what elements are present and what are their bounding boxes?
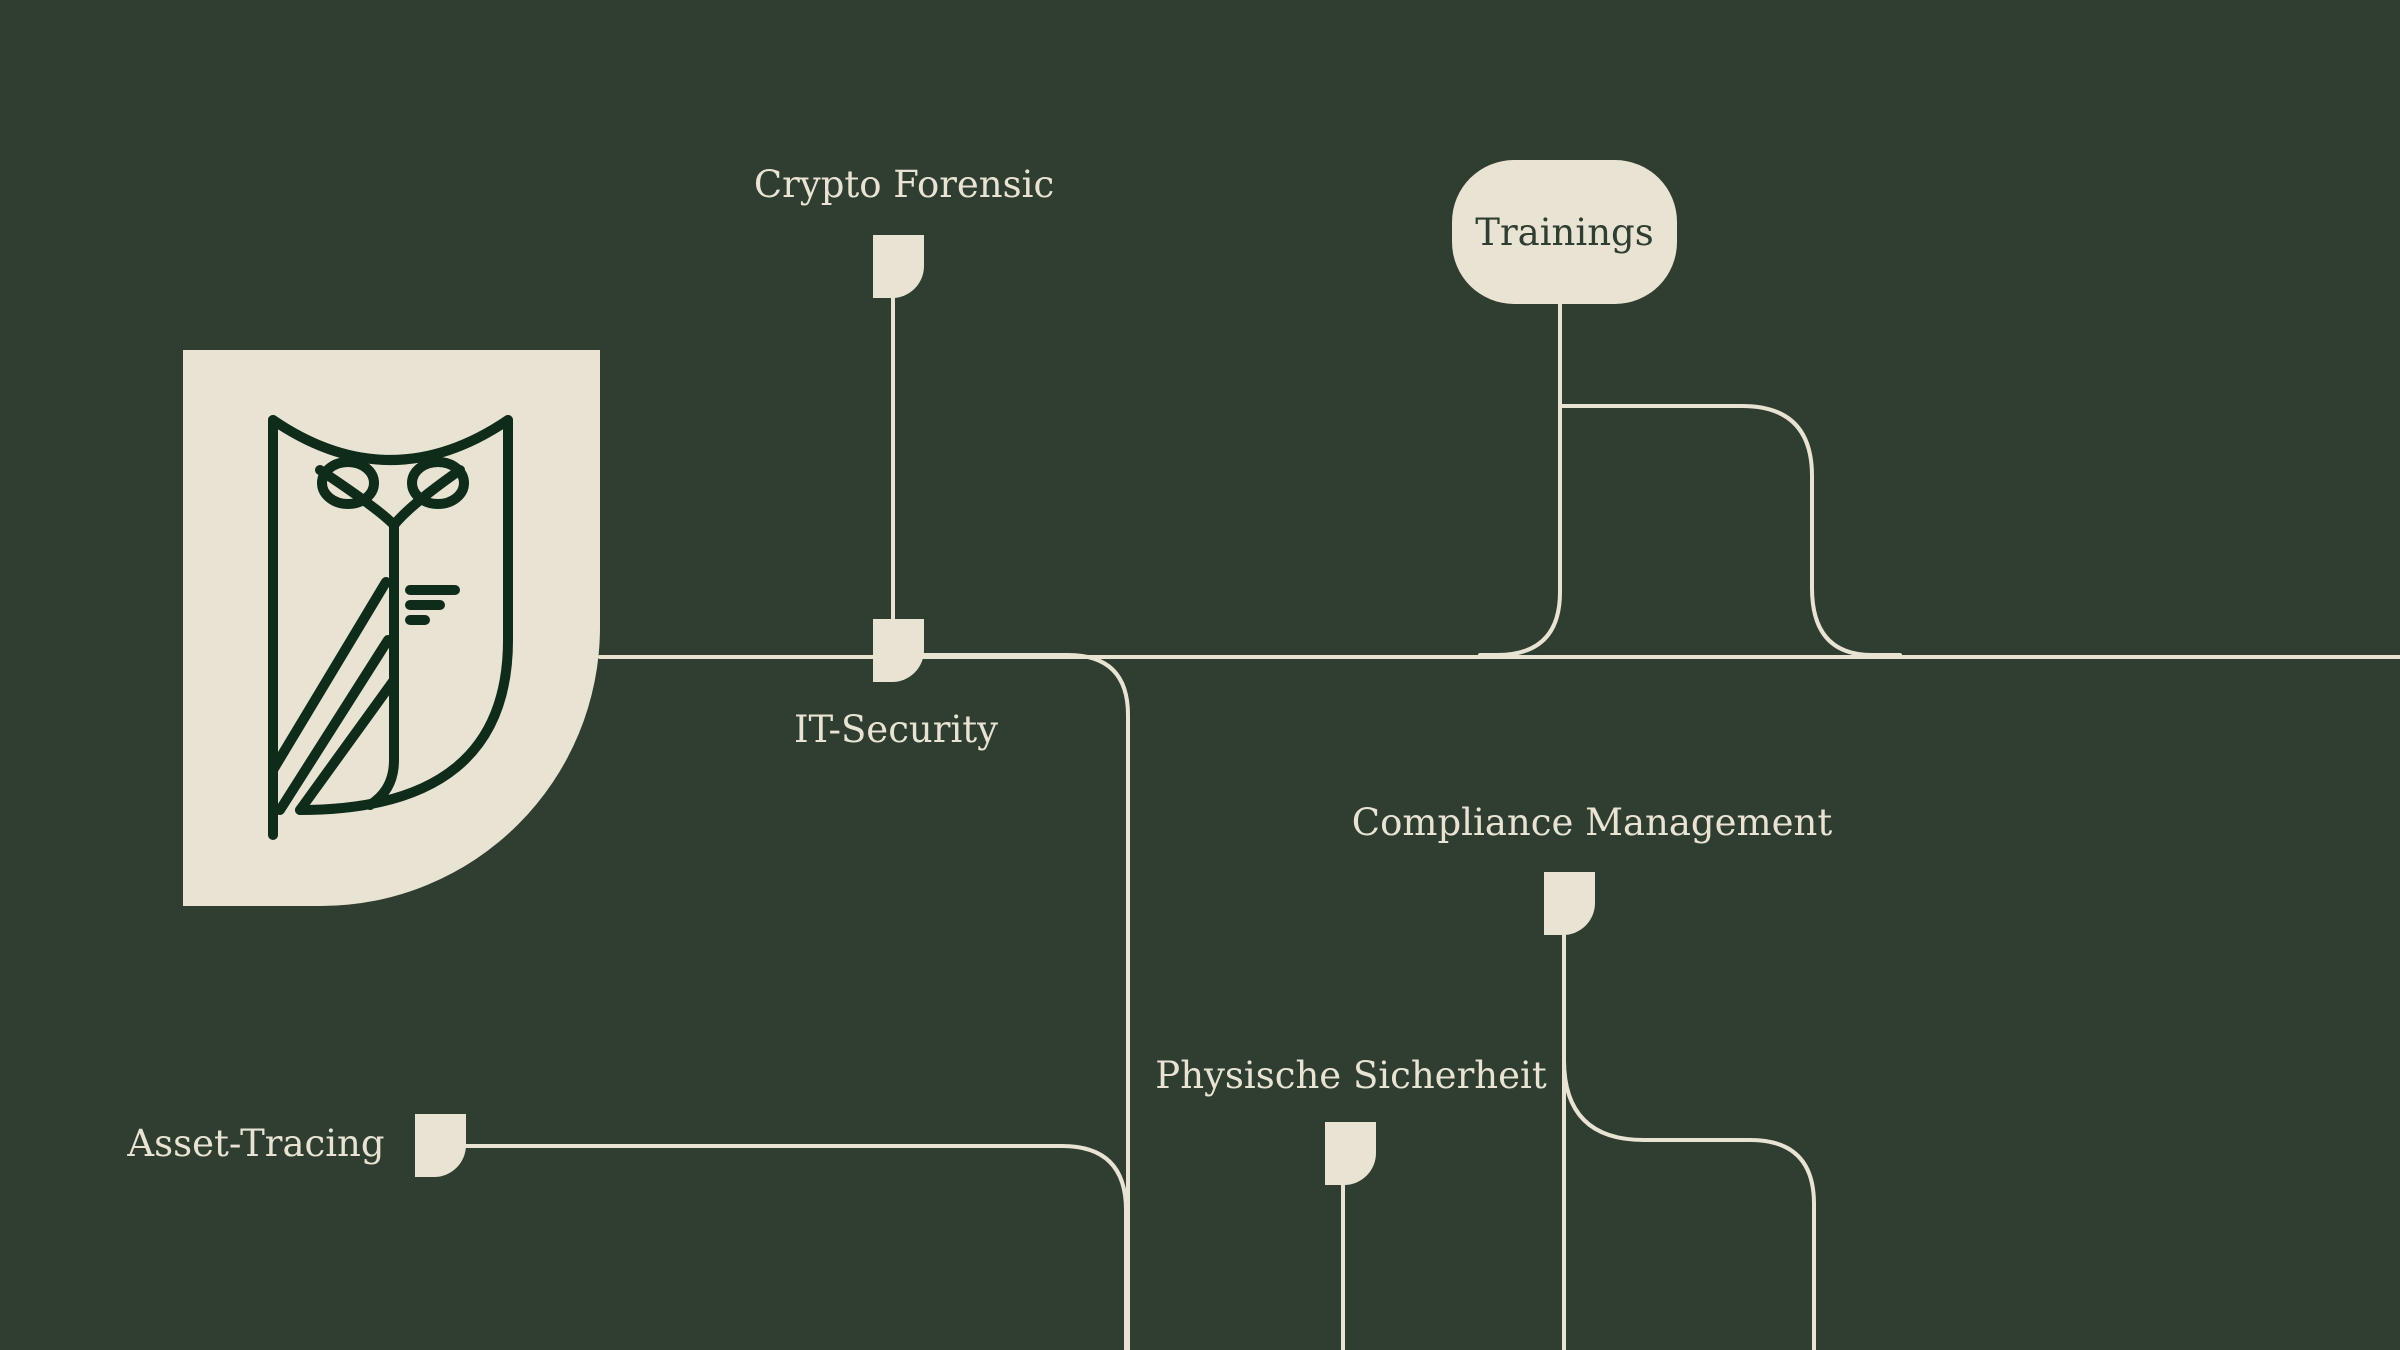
node-label-it-security: IT-Security — [793, 708, 999, 751]
node-marker-it-security[interactable] — [873, 619, 924, 682]
logo — [183, 350, 600, 906]
node-label-physische-sicherheit: Physische Sicherheit — [1155, 1054, 1547, 1097]
node-label-trainings: Trainings — [1475, 210, 1654, 254]
connector-compliance-right — [1562, 1058, 1816, 1350]
connector-it-security-down — [920, 653, 1130, 1350]
connector-trainings-right — [1558, 404, 1902, 657]
node-marker-compliance-management[interactable] — [1544, 872, 1595, 935]
connector-asset-tracing — [461, 1144, 1128, 1350]
owl-shield-icon — [268, 415, 513, 840]
node-marker-crypto-forensic[interactable] — [873, 235, 924, 298]
node-label-compliance-management: Compliance Management — [1351, 801, 1833, 844]
node-marker-asset-tracing[interactable] — [415, 1114, 466, 1177]
node-marker-physische-sicherheit[interactable] — [1325, 1122, 1376, 1185]
node-label-crypto-forensic: Crypto Forensic — [753, 163, 1055, 206]
node-label-asset-tracing: Asset-Tracing — [127, 1122, 385, 1165]
node-trainings[interactable]: Trainings — [1452, 160, 1677, 304]
connector-trainings-left — [1478, 302, 1562, 657]
